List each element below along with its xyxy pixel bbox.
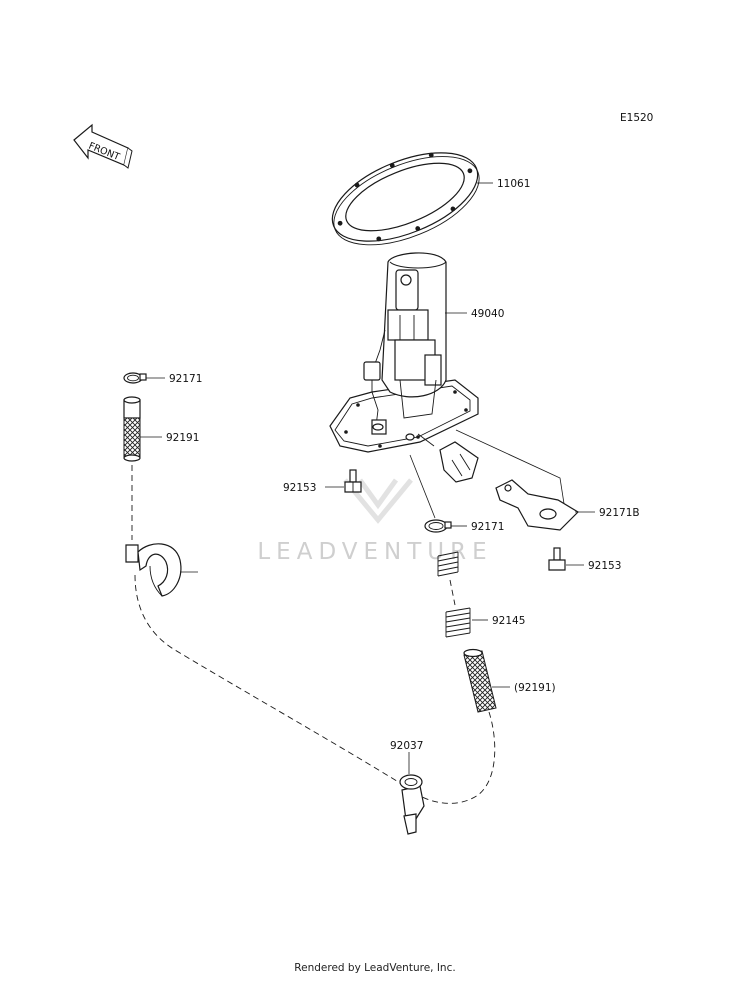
- label-bolt-left: 92153: [283, 482, 316, 494]
- spring-92145: [437, 551, 471, 638]
- gasket-11061: [331, 152, 480, 246]
- clamp-92171-middle: [424, 519, 452, 533]
- watermark-text: LEADVENTURE: [257, 539, 492, 565]
- footer-credit: Rendered by LeadVenture, Inc.: [294, 962, 456, 974]
- bolt-92153-right: [548, 547, 566, 571]
- bolt-92153-left: [344, 469, 362, 493]
- fitting-92037: [399, 774, 425, 835]
- label-bolt-right: 92153: [588, 560, 621, 572]
- label-clamp-mid: 92171: [471, 521, 504, 533]
- label-gasket: 11061: [497, 178, 530, 190]
- fuel-pump-49040: [329, 252, 479, 483]
- hose-92191-right: [463, 648, 497, 713]
- watermark: LEADVENTURE: [257, 478, 492, 565]
- route-line-right: [419, 711, 496, 804]
- label-pump: 49040: [471, 308, 504, 320]
- bracket-92171B: [495, 479, 579, 531]
- hose-92191-left: [123, 396, 141, 462]
- route-line-left: [134, 574, 401, 784]
- front-arrow-icon: FRONT: [73, 123, 133, 169]
- diagram-code: E1520: [620, 112, 653, 124]
- label-fitting: 92037: [390, 740, 423, 752]
- holder-92171A: [125, 543, 182, 597]
- label-hose-right: (92191): [514, 682, 556, 694]
- label-spring: 92145: [492, 615, 525, 627]
- label-clamp-top-left: 92171: [169, 373, 202, 385]
- clamp-92171-top-left: [123, 372, 147, 384]
- label-hose-left: 92191: [166, 432, 199, 444]
- label-bracket: 92171B: [599, 507, 640, 519]
